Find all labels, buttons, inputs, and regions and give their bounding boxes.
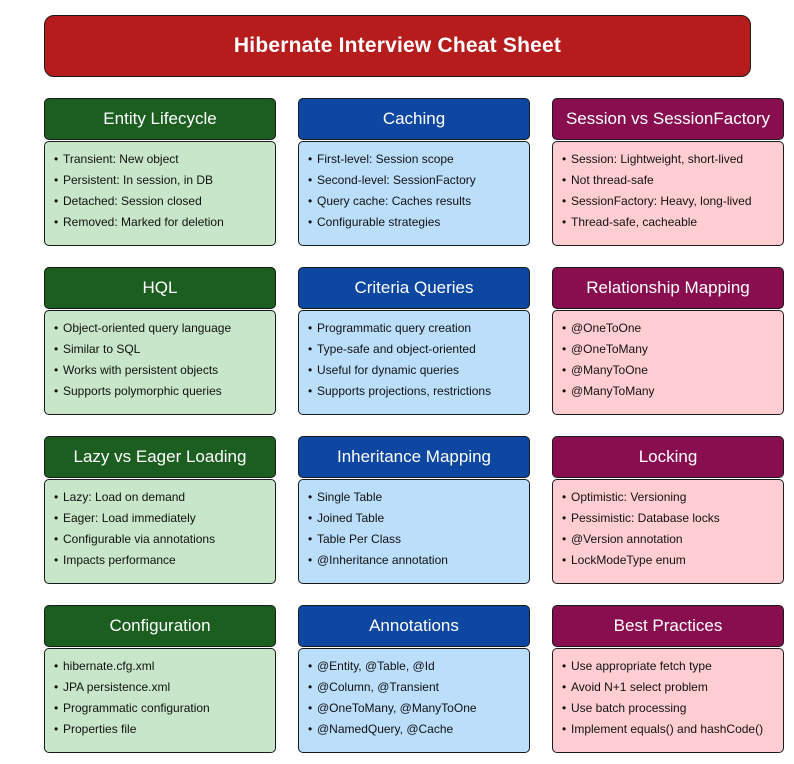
card-header: Relationship Mapping bbox=[552, 267, 784, 309]
card-body: hibernate.cfg.xml JPA persistence.xml Pr… bbox=[44, 648, 276, 753]
card-body: Transient: New object Persistent: In ses… bbox=[44, 141, 276, 246]
list-item: Query cache: Caches results bbox=[308, 191, 529, 212]
card-header: Criteria Queries bbox=[298, 267, 530, 309]
card-list: First-level: Session scope Second-level:… bbox=[308, 149, 529, 233]
card-session-vs-sessionfactory: Session vs SessionFactory Session: Light… bbox=[552, 98, 784, 246]
card-header: Best Practices bbox=[552, 605, 784, 647]
list-item: @OneToMany, @ManyToOne bbox=[308, 698, 529, 719]
list-item: SessionFactory: Heavy, long-lived bbox=[562, 191, 783, 212]
card-best-practices: Best Practices Use appropriate fetch typ… bbox=[552, 605, 784, 753]
list-item: @Entity, @Table, @Id bbox=[308, 656, 529, 677]
list-item: @NamedQuery, @Cache bbox=[308, 719, 529, 740]
list-item: Useful for dynamic queries bbox=[308, 360, 529, 381]
list-item: Eager: Load immediately bbox=[54, 508, 275, 529]
list-item: Table Per Class bbox=[308, 529, 529, 550]
list-item: Not thread-safe bbox=[562, 170, 783, 191]
list-item: Impacts performance bbox=[54, 550, 275, 571]
card-locking: Locking Optimistic: Versioning Pessimist… bbox=[552, 436, 784, 584]
card-list: Programmatic query creation Type-safe an… bbox=[308, 318, 529, 402]
list-item: @OneToMany bbox=[562, 339, 783, 360]
card-body: @Entity, @Table, @Id @Column, @Transient… bbox=[298, 648, 530, 753]
list-item: Implement equals() and hashCode() bbox=[562, 719, 783, 740]
list-item: Use batch processing bbox=[562, 698, 783, 719]
list-item: @Version annotation bbox=[562, 529, 783, 550]
list-item: Optimistic: Versioning bbox=[562, 487, 783, 508]
card-list: Session: Lightweight, short-lived Not th… bbox=[562, 149, 783, 233]
list-item: Avoid N+1 select problem bbox=[562, 677, 783, 698]
card-list: @Entity, @Table, @Id @Column, @Transient… bbox=[308, 656, 529, 740]
card-entity-lifecycle: Entity Lifecycle Transient: New object P… bbox=[44, 98, 276, 246]
title-banner: Hibernate Interview Cheat Sheet bbox=[44, 15, 751, 77]
list-item: Detached: Session closed bbox=[54, 191, 275, 212]
list-item: @ManyToMany bbox=[562, 381, 783, 402]
list-item: JPA persistence.xml bbox=[54, 677, 275, 698]
card-inheritance-mapping: Inheritance Mapping Single Table Joined … bbox=[298, 436, 530, 584]
card-list: @OneToOne @OneToMany @ManyToOne @ManyToM… bbox=[562, 318, 783, 402]
list-item: Lazy: Load on demand bbox=[54, 487, 275, 508]
list-item: Thread-safe, cacheable bbox=[562, 212, 783, 233]
card-body: Session: Lightweight, short-lived Not th… bbox=[552, 141, 784, 246]
card-header: Configuration bbox=[44, 605, 276, 647]
cheat-sheet-grid: Entity Lifecycle Transient: New object P… bbox=[44, 98, 784, 753]
card-list: Use appropriate fetch type Avoid N+1 sel… bbox=[562, 656, 783, 740]
list-item: Similar to SQL bbox=[54, 339, 275, 360]
card-criteria-queries: Criteria Queries Programmatic query crea… bbox=[298, 267, 530, 415]
card-body: Programmatic query creation Type-safe an… bbox=[298, 310, 530, 415]
card-list: Lazy: Load on demand Eager: Load immedia… bbox=[54, 487, 275, 571]
list-item: @OneToOne bbox=[562, 318, 783, 339]
card-header: Session vs SessionFactory bbox=[552, 98, 784, 140]
card-body: First-level: Session scope Second-level:… bbox=[298, 141, 530, 246]
card-body: Lazy: Load on demand Eager: Load immedia… bbox=[44, 479, 276, 584]
card-body: Object-oriented query language Similar t… bbox=[44, 310, 276, 415]
card-configuration: Configuration hibernate.cfg.xml JPA pers… bbox=[44, 605, 276, 753]
card-header: Inheritance Mapping bbox=[298, 436, 530, 478]
card-header: Locking bbox=[552, 436, 784, 478]
list-item: Pessimistic: Database locks bbox=[562, 508, 783, 529]
card-relationship-mapping: Relationship Mapping @OneToOne @OneToMan… bbox=[552, 267, 784, 415]
list-item: @Inheritance annotation bbox=[308, 550, 529, 571]
list-item: Supports polymorphic queries bbox=[54, 381, 275, 402]
list-item: Works with persistent objects bbox=[54, 360, 275, 381]
card-header: Entity Lifecycle bbox=[44, 98, 276, 140]
list-item: Joined Table bbox=[308, 508, 529, 529]
card-list: Object-oriented query language Similar t… bbox=[54, 318, 275, 402]
list-item: Configurable via annotations bbox=[54, 529, 275, 550]
list-item: Configurable strategies bbox=[308, 212, 529, 233]
list-item: Single Table bbox=[308, 487, 529, 508]
list-item: Session: Lightweight, short-lived bbox=[562, 149, 783, 170]
list-item: Properties file bbox=[54, 719, 275, 740]
list-item: hibernate.cfg.xml bbox=[54, 656, 275, 677]
list-item: Object-oriented query language bbox=[54, 318, 275, 339]
card-caching: Caching First-level: Session scope Secon… bbox=[298, 98, 530, 246]
card-annotations: Annotations @Entity, @Table, @Id @Column… bbox=[298, 605, 530, 753]
list-item: Use appropriate fetch type bbox=[562, 656, 783, 677]
list-item: LockModeType enum bbox=[562, 550, 783, 571]
list-item: Programmatic query creation bbox=[308, 318, 529, 339]
card-hql: HQL Object-oriented query language Simil… bbox=[44, 267, 276, 415]
list-item: Programmatic configuration bbox=[54, 698, 275, 719]
card-body: @OneToOne @OneToMany @ManyToOne @ManyToM… bbox=[552, 310, 784, 415]
list-item: @Column, @Transient bbox=[308, 677, 529, 698]
list-item: Supports projections, restrictions bbox=[308, 381, 529, 402]
list-item: Second-level: SessionFactory bbox=[308, 170, 529, 191]
card-header: HQL bbox=[44, 267, 276, 309]
card-body: Optimistic: Versioning Pessimistic: Data… bbox=[552, 479, 784, 584]
list-item: Type-safe and object-oriented bbox=[308, 339, 529, 360]
card-body: Single Table Joined Table Table Per Clas… bbox=[298, 479, 530, 584]
card-list: Single Table Joined Table Table Per Clas… bbox=[308, 487, 529, 571]
card-list: hibernate.cfg.xml JPA persistence.xml Pr… bbox=[54, 656, 275, 740]
card-list: Optimistic: Versioning Pessimistic: Data… bbox=[562, 487, 783, 571]
card-list: Transient: New object Persistent: In ses… bbox=[54, 149, 275, 233]
page-title: Hibernate Interview Cheat Sheet bbox=[233, 34, 562, 57]
list-item: Persistent: In session, in DB bbox=[54, 170, 275, 191]
card-body: Use appropriate fetch type Avoid N+1 sel… bbox=[552, 648, 784, 753]
card-header: Lazy vs Eager Loading bbox=[44, 436, 276, 478]
list-item: @ManyToOne bbox=[562, 360, 783, 381]
list-item: Transient: New object bbox=[54, 149, 275, 170]
card-lazy-vs-eager-loading: Lazy vs Eager Loading Lazy: Load on dema… bbox=[44, 436, 276, 584]
list-item: Removed: Marked for deletion bbox=[54, 212, 275, 233]
card-header: Annotations bbox=[298, 605, 530, 647]
card-header: Caching bbox=[298, 98, 530, 140]
list-item: First-level: Session scope bbox=[308, 149, 529, 170]
